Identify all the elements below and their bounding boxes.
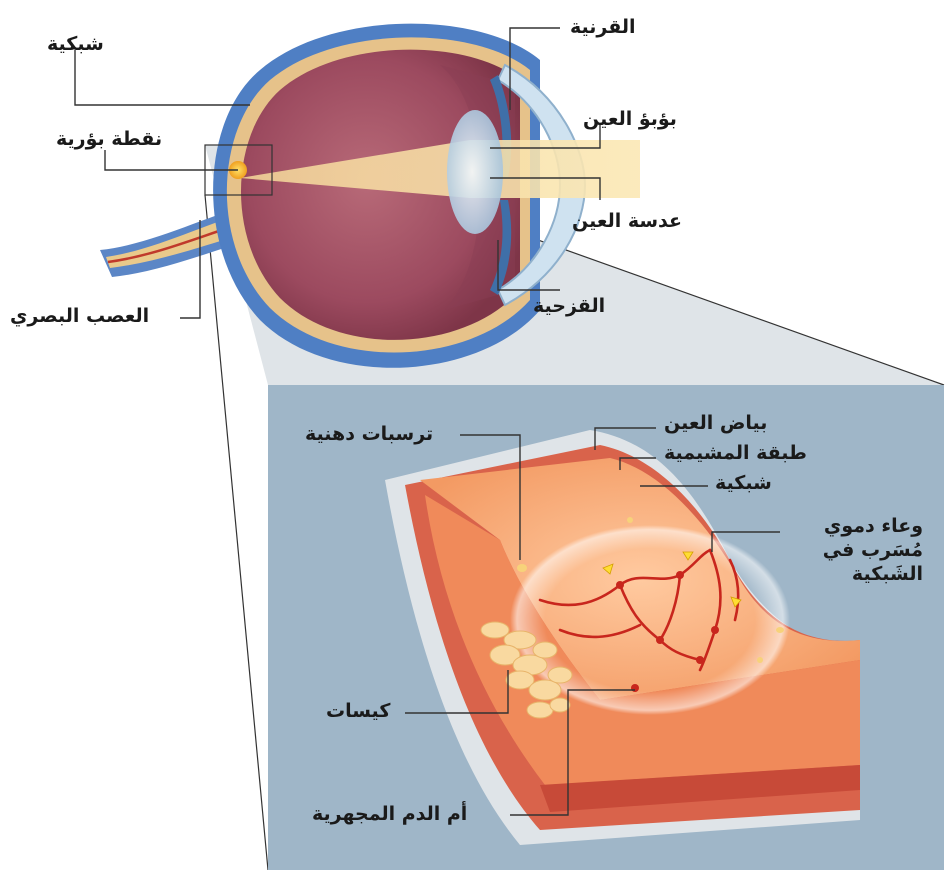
label-lipid-deposits: ترسبات دهنية: [305, 423, 433, 446]
label-detail-retina: شبكية: [715, 472, 772, 495]
label-retina: شبكية: [47, 33, 104, 56]
label-microaneurysm: أم الدم المجهرية: [312, 803, 467, 826]
lens: [447, 110, 503, 234]
label-iris: القزحية: [533, 295, 605, 318]
label-cornea: القرنية: [570, 16, 636, 39]
label-lens: عدسة العين: [572, 210, 682, 233]
label-cysts: كيسات: [326, 700, 390, 723]
label-optic-nerve: العصب البصري: [10, 305, 149, 328]
label-choroid: طبقة المشيمية: [664, 442, 807, 465]
label-sclera: بياض العين: [664, 412, 767, 435]
label-pupil: بؤبؤ العين: [583, 108, 677, 131]
label-fovea: نقطة بؤرية: [56, 128, 162, 151]
label-leaking-vessel: وعاء دموي مُسَرب في الشَبكية: [773, 515, 923, 586]
